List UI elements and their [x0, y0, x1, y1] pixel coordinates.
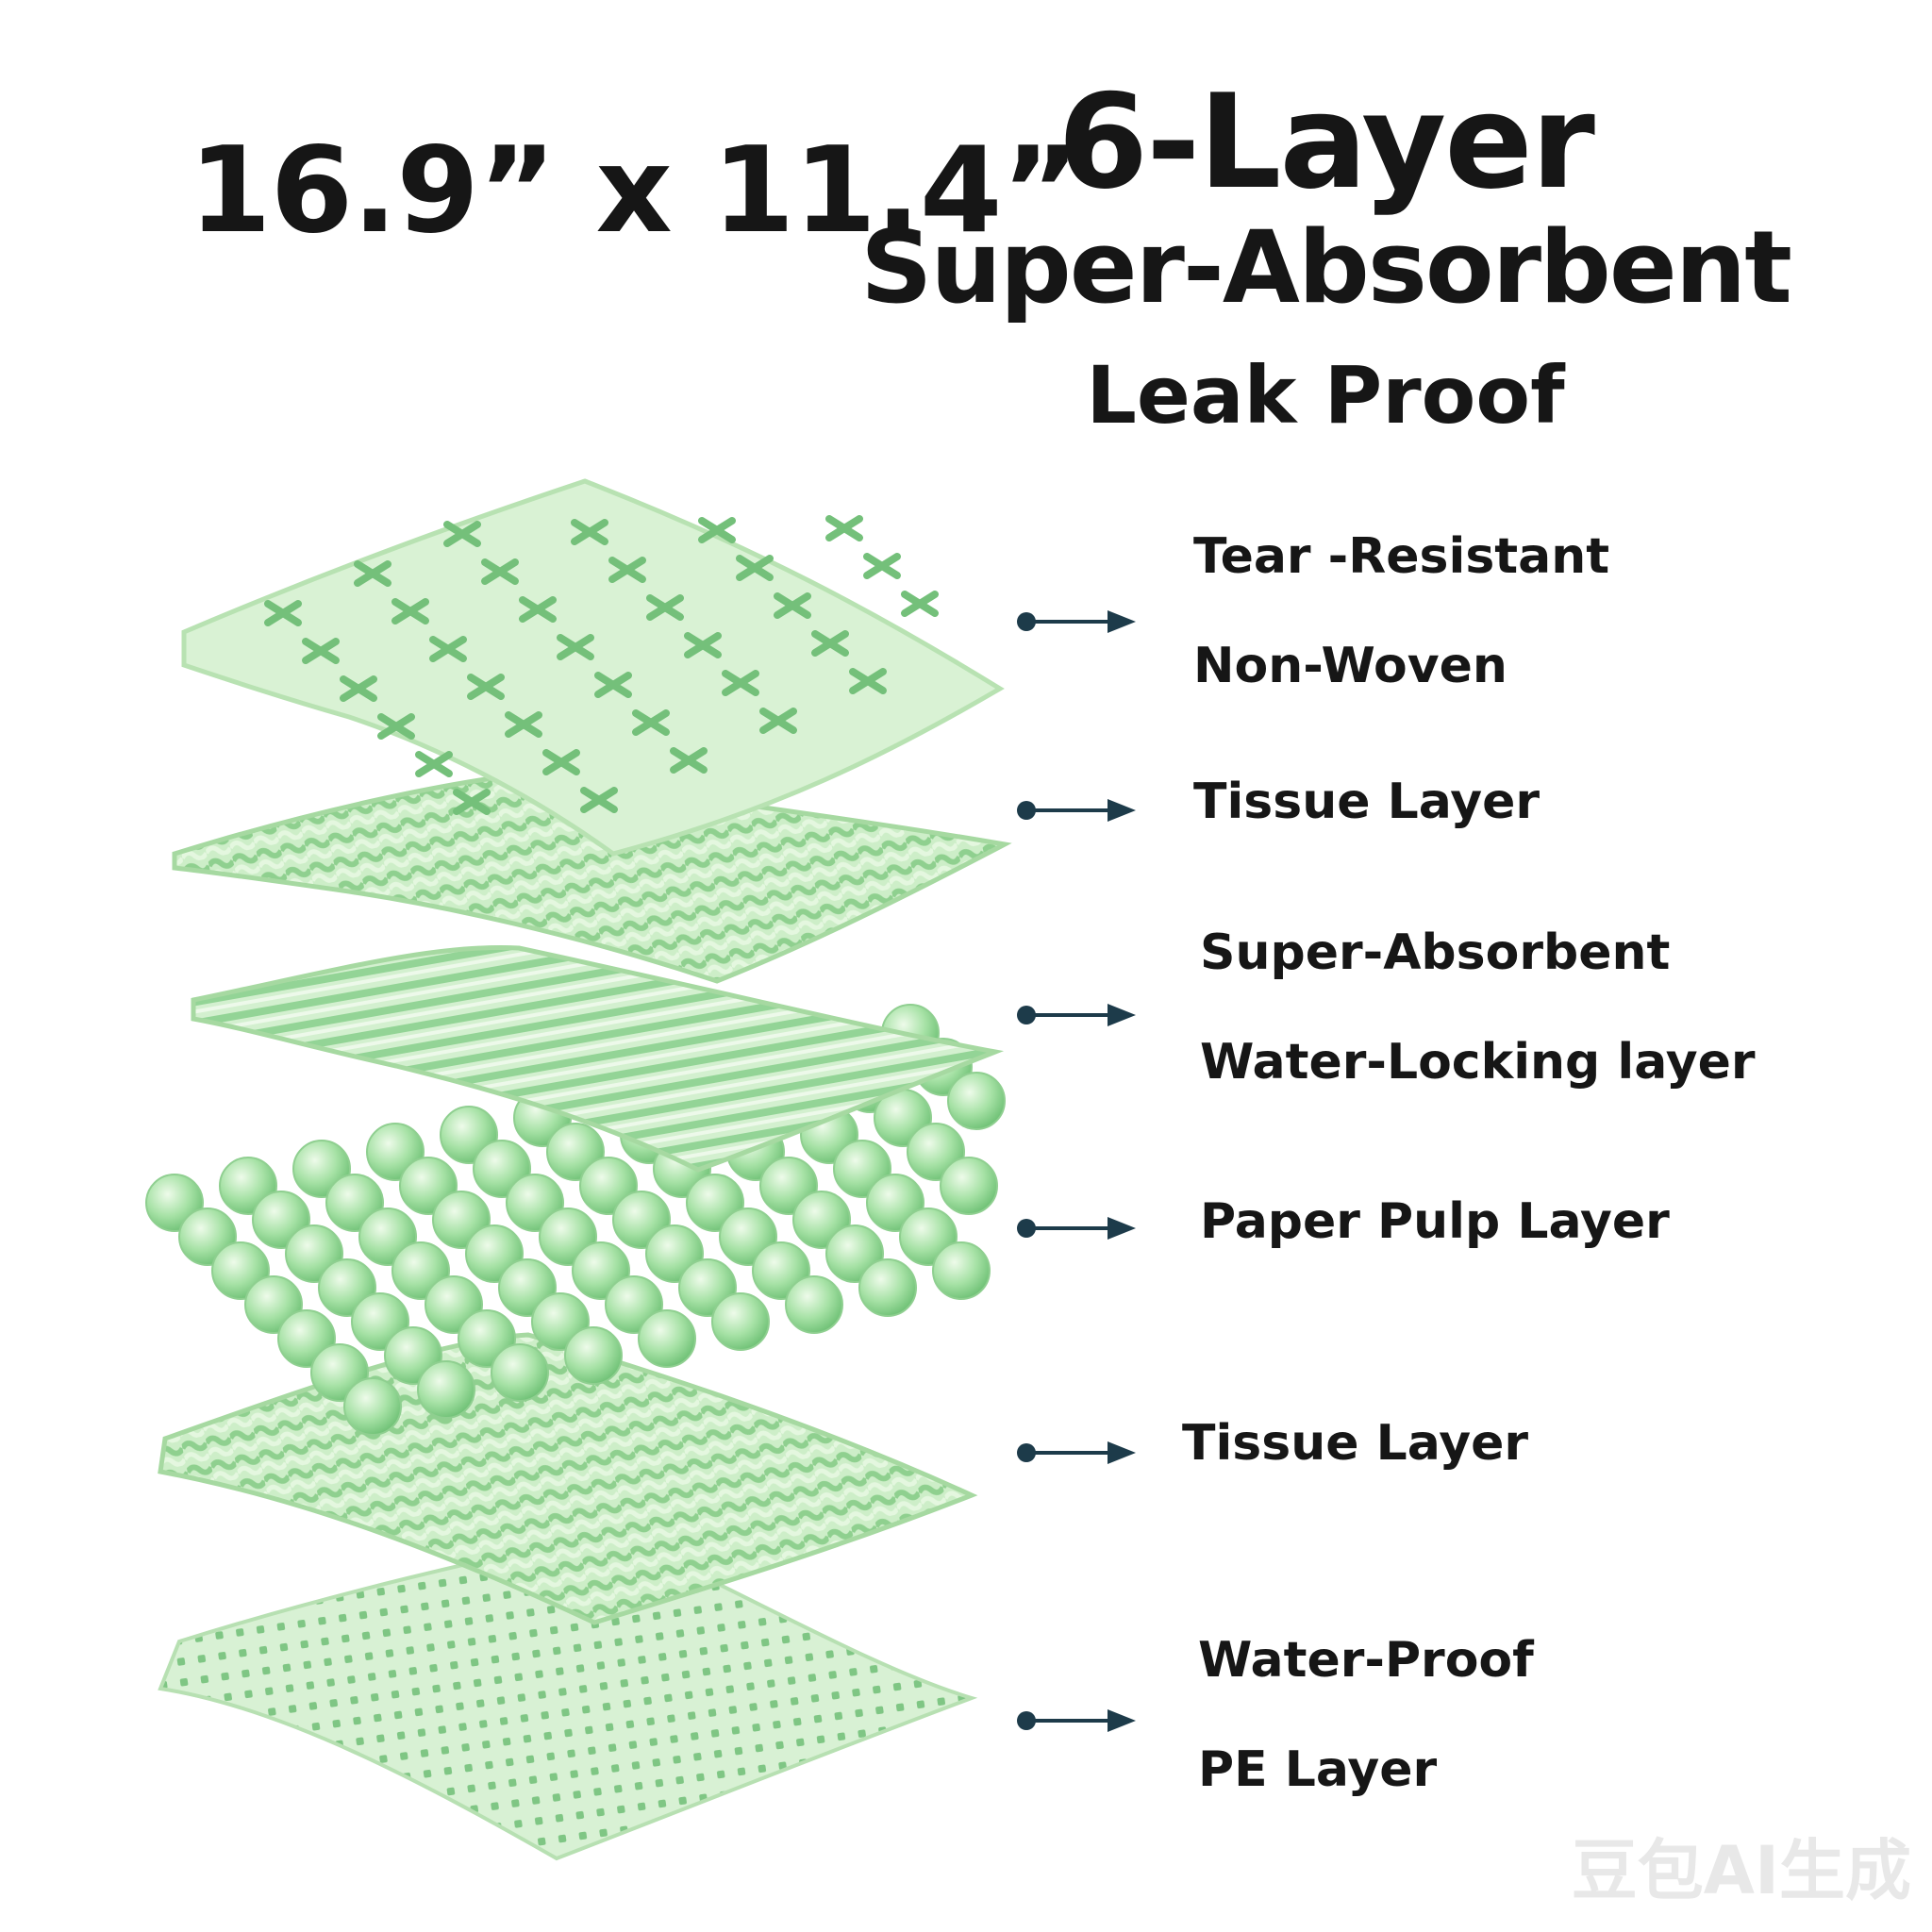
label-water-locking: Water-Locking layer	[1200, 1034, 1756, 1091]
label-tear-resistant: Tear -Resistant	[1193, 528, 1610, 585]
label-tissue-layer-top: Tissue Layer	[1193, 774, 1541, 830]
pulp-sphere	[638, 1309, 696, 1368]
x-mark	[557, 634, 594, 660]
pulp-sphere	[564, 1326, 623, 1385]
x-mark	[684, 632, 722, 658]
callout-dot-5	[1017, 1443, 1036, 1462]
x-mark	[722, 670, 759, 696]
callout-line-4	[1030, 1226, 1124, 1230]
arrow-right-icon	[1108, 1441, 1136, 1464]
x-mark	[481, 558, 519, 585]
callout-line-6	[1030, 1719, 1124, 1723]
callout-dot-3	[1017, 1006, 1036, 1024]
x-mark	[505, 711, 542, 738]
pulp-sphere	[932, 1241, 991, 1300]
x-mark	[415, 751, 453, 777]
callout-line-1	[1030, 620, 1124, 624]
x-mark	[736, 555, 774, 581]
x-mark	[825, 515, 863, 541]
x-mark	[519, 596, 557, 623]
x-mark	[670, 747, 708, 774]
label-super-absorbent: Super-Absorbent	[1200, 924, 1671, 981]
x-mark	[698, 517, 736, 543]
x-mark	[580, 787, 618, 813]
callout-arrow-2	[1017, 799, 1140, 822]
watermark: 豆包AI生成	[1571, 1832, 1911, 1909]
label-paper-pulp: Paper Pulp Layer	[1200, 1193, 1670, 1250]
tissue-layer-top-sheet	[172, 771, 1012, 984]
pulp-sphere	[711, 1292, 770, 1351]
x-mark	[391, 598, 429, 625]
label-water-proof: Water-Proof	[1198, 1632, 1534, 1689]
x-mark	[646, 594, 684, 621]
callout-dot-1	[1017, 612, 1036, 631]
x-mark	[377, 713, 415, 740]
pulp-sphere	[947, 1072, 1006, 1130]
leak-proof-title: Leak Proof	[1086, 349, 1565, 441]
size-title: 16.9” x 11.4”	[189, 121, 1079, 259]
layer-count-title: 6-Layer	[1058, 66, 1595, 218]
x-mark	[901, 591, 939, 617]
pulp-sphere	[785, 1275, 843, 1334]
x-mark	[467, 674, 505, 700]
label-pe-layer: PE Layer	[1198, 1741, 1438, 1798]
callout-arrow-1	[1017, 610, 1140, 633]
pulp-sphere	[940, 1157, 998, 1215]
callout-arrow-5	[1017, 1441, 1140, 1464]
x-mark	[849, 668, 887, 694]
callout-line-3	[1030, 1013, 1124, 1017]
x-mark	[608, 557, 646, 583]
x-mark	[774, 592, 811, 619]
x-mark	[453, 789, 491, 815]
tissue-layer-bottom-sheet	[158, 1332, 978, 1625]
label-tissue-layer-bottom: Tissue Layer	[1182, 1415, 1529, 1472]
non-woven-x-pattern	[264, 515, 939, 815]
x-mark	[759, 708, 797, 734]
non-woven-sheet	[181, 478, 1005, 857]
x-mark	[571, 519, 608, 545]
x-mark	[811, 630, 849, 657]
x-mark	[443, 521, 481, 547]
arrow-right-icon	[1108, 610, 1136, 633]
callout-dot-6	[1017, 1711, 1036, 1730]
absorbent-title: Super-Absorbent	[860, 209, 1792, 325]
callout-line-2	[1030, 808, 1124, 812]
arrow-right-icon	[1108, 799, 1136, 822]
x-mark	[542, 749, 580, 775]
label-non-woven: Non-Woven	[1193, 638, 1507, 694]
x-mark	[863, 553, 901, 579]
x-mark	[302, 638, 340, 664]
x-mark	[340, 675, 377, 702]
callout-arrow-3	[1017, 1004, 1140, 1026]
x-mark	[264, 600, 302, 626]
pulp-sphere	[417, 1360, 475, 1419]
arrow-right-icon	[1108, 1004, 1136, 1026]
callout-line-5	[1030, 1451, 1124, 1455]
pulp-sphere	[858, 1258, 917, 1317]
callout-dot-4	[1017, 1219, 1036, 1238]
arrow-right-icon	[1108, 1709, 1136, 1732]
callout-arrow-4	[1017, 1217, 1140, 1240]
pulp-sphere	[343, 1377, 402, 1436]
x-mark	[632, 709, 670, 736]
x-mark	[429, 636, 467, 662]
callout-arrow-6	[1017, 1709, 1140, 1732]
water-locking-layer-sheet	[191, 944, 1005, 1173]
pulp-sphere	[491, 1343, 549, 1402]
arrow-right-icon	[1108, 1217, 1136, 1240]
callout-dot-2	[1017, 801, 1036, 820]
x-mark	[354, 560, 391, 587]
x-mark	[594, 672, 632, 698]
